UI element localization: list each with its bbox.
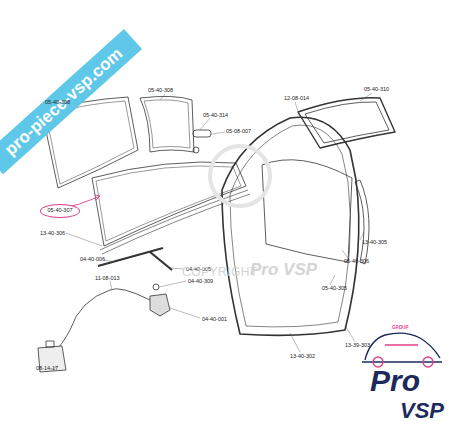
- wiper-blade: [98, 248, 163, 266]
- logo-car: [362, 333, 442, 367]
- callout-number: 05-40-308: [148, 88, 173, 94]
- callout-number: 05-08-007: [226, 129, 251, 135]
- callout-number: 04-40-006: [80, 257, 105, 263]
- callout-number: 04-40-001: [202, 317, 227, 323]
- callout-number: 13-39-303: [345, 343, 370, 349]
- door-seal: [222, 117, 359, 335]
- wiper-motor: [150, 294, 170, 316]
- wiper-arm: [150, 252, 172, 270]
- callout-number: 11-08-013: [95, 276, 120, 282]
- watermark-text: COPYRIGHT: [182, 266, 258, 278]
- callout-number: 05-40-308: [45, 100, 70, 106]
- wiper-nut: [153, 284, 159, 290]
- callout-number: 05-40-310: [364, 87, 389, 93]
- logo-text: Pro: [370, 366, 420, 396]
- logo-text: GROUP: [392, 326, 409, 331]
- mirror-mount: [193, 147, 199, 153]
- interior-mirror: [193, 130, 211, 137]
- callout-number: 04-40-309: [188, 279, 213, 285]
- door-glass: [262, 160, 352, 262]
- callout-number: 13-40-306: [40, 231, 65, 237]
- washer-tube: [56, 289, 150, 350]
- rear-window: [305, 102, 389, 143]
- highlight-ellipse: 05-40-307: [40, 204, 79, 218]
- callout-number: 05-40-306: [344, 259, 369, 265]
- callout-number: 05-40-314: [203, 113, 228, 119]
- callout-number: 13-40-302: [290, 354, 315, 360]
- callout-number: 12-08-014: [284, 96, 309, 102]
- callout-number: 05-40-307: [47, 208, 72, 214]
- callout-number: 13-40-305: [362, 240, 387, 246]
- door-window-frame: [140, 96, 194, 152]
- watermark-text: Pro VSP: [250, 261, 317, 278]
- logo-text: VSP: [400, 400, 444, 422]
- watermark-ring: [210, 146, 270, 206]
- windscreen-seal: [100, 190, 248, 250]
- rear-window-seal: [298, 98, 395, 148]
- callout-number: 05-40-305: [322, 286, 347, 292]
- callout-number: 08-14-17: [36, 366, 58, 372]
- glass-run: [355, 180, 369, 264]
